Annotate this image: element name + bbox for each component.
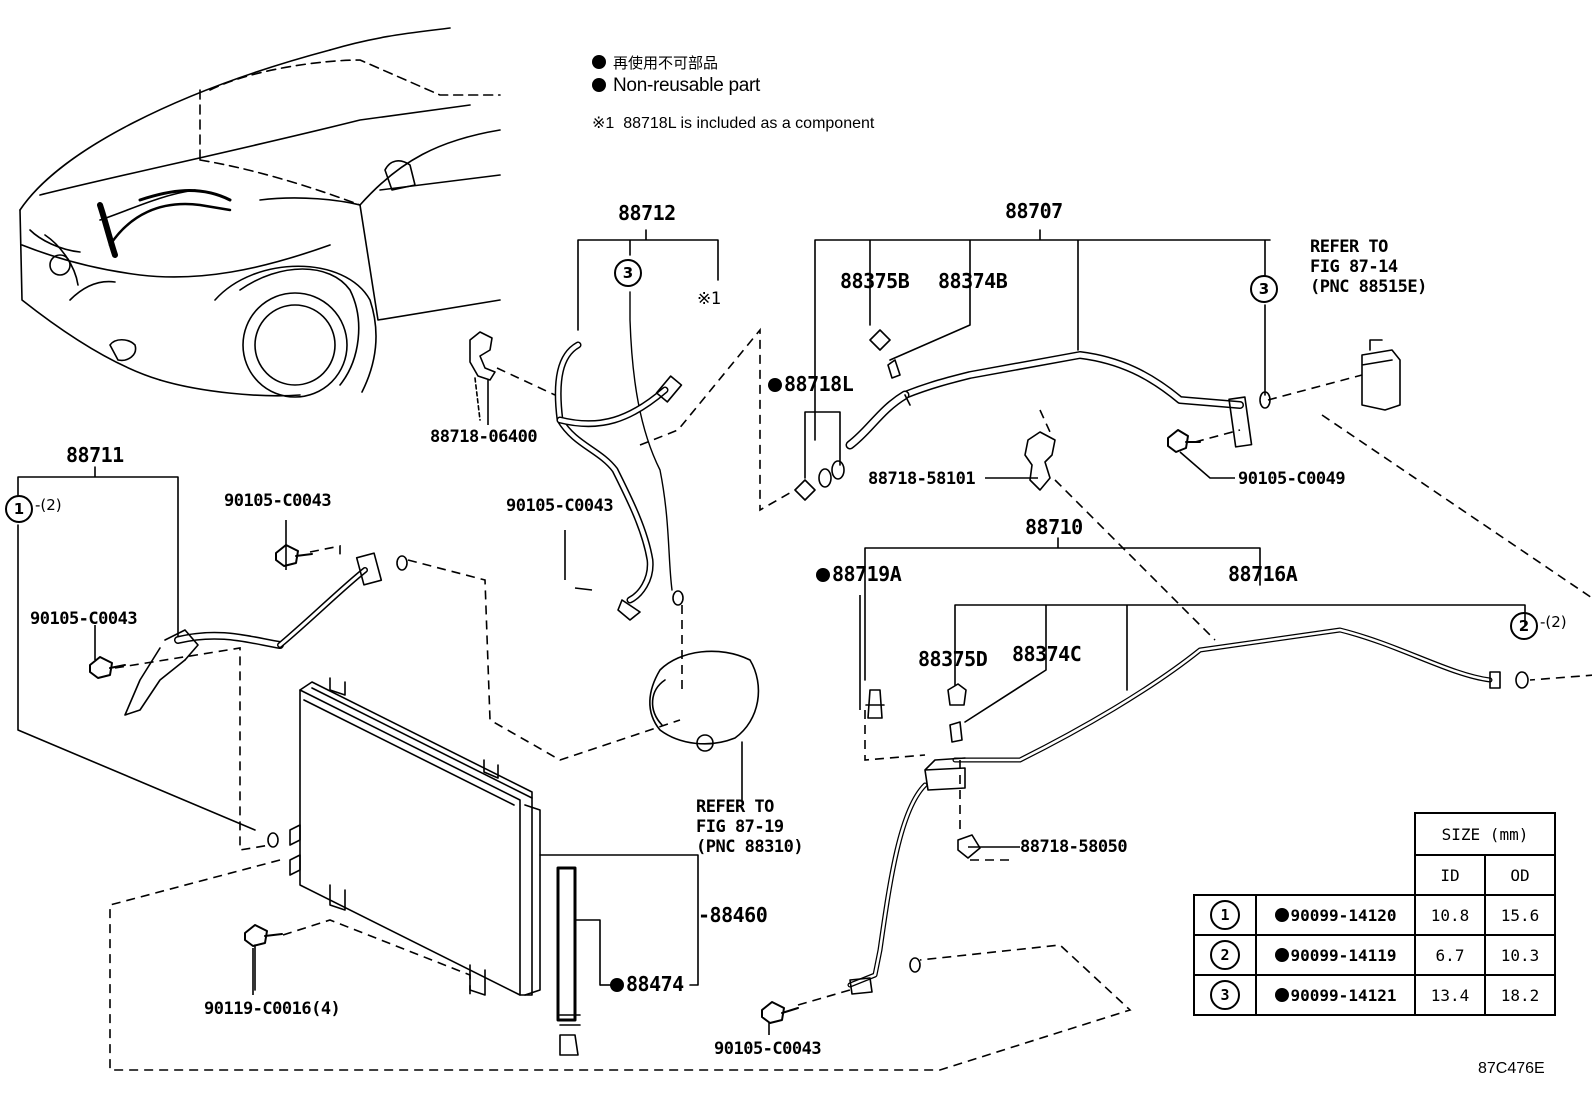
size-subheader-row: ID OD: [1194, 854, 1556, 896]
label-90105-C0043-left: 90105-C0043: [30, 609, 138, 629]
label-88718-58050: 88718-58050: [1020, 837, 1128, 857]
circle-key-3-right: 3: [1250, 275, 1278, 303]
size-row-id: 13.4: [1414, 974, 1486, 1016]
note-text: 88718L is included as a component: [623, 115, 875, 132]
label-88716A: 88716A: [1228, 562, 1298, 586]
note-mark: ※1: [592, 115, 615, 132]
label-88718-06400: 88718-06400: [430, 427, 538, 447]
refer-87-14-line2: FIG 87-14: [1310, 257, 1398, 277]
size-row-part: 90099-14119: [1255, 934, 1416, 976]
label-88374B: 88374B: [938, 269, 1008, 293]
label-90105-C0043-bottom: 90105-C0043: [714, 1039, 822, 1059]
label-90105-C0043-mid: 90105-C0043: [506, 496, 614, 516]
label-88718L: 88718L: [768, 374, 854, 394]
vehicle-outline: [19, 27, 501, 398]
label-88712: 88712: [618, 201, 676, 225]
label-88707: 88707: [1005, 199, 1063, 223]
label-88719A: 88719A: [816, 564, 902, 584]
filled-circle-icon: [592, 78, 606, 92]
label-90105-C0043-top: 90105-C0043: [224, 491, 332, 511]
header-od: OD: [1484, 854, 1556, 896]
size-table: SIZE (mm) ID OD 1 90099-14120 10.8 15.6 …: [1193, 812, 1556, 1016]
legend-en-text: Non-reusable part: [613, 75, 760, 96]
refer-87-14-line3: (PNC 88515E): [1310, 277, 1427, 297]
label-88375D: 88375D: [918, 647, 988, 671]
label-88375B: 88375B: [840, 269, 910, 293]
legend-line-jp: 再使用不可部品: [592, 52, 718, 73]
label-90119-C0016: 90119-C0016(4): [204, 999, 341, 1019]
size-row-part: 90099-14121: [1255, 974, 1416, 1016]
circle-key-3-left: 3: [614, 259, 642, 287]
refer-87-19-line3: (PNC 88310): [696, 837, 804, 857]
label-88374C: 88374C: [1012, 642, 1082, 666]
legend-note: ※1 88718L is included as a component: [592, 113, 874, 133]
label-88710: 88710: [1025, 515, 1083, 539]
label-88474: 88474: [610, 974, 684, 994]
size-row: 1 90099-14120 10.8 15.6: [1193, 894, 1556, 936]
filled-circle-icon: [592, 55, 606, 69]
label-88460: -88460: [698, 903, 768, 927]
refer-87-19-line2: FIG 87-19: [696, 817, 784, 837]
size-header-row: SIZE (mm): [1194, 812, 1556, 856]
vehicle-hidden-lines: [199, 59, 501, 206]
label-note1: ※1: [697, 289, 721, 309]
legend-line-en: Non-reusable part: [592, 75, 760, 97]
circle-key-1: 1-(2): [5, 495, 62, 523]
size-row-od: 15.6: [1484, 894, 1556, 936]
label-90105-C0049: 90105-C0049: [1238, 469, 1346, 489]
refer-87-14-line1: REFER TO: [1310, 237, 1388, 257]
size-row-od: 10.3: [1484, 934, 1556, 976]
legend-jp-text: 再使用不可部品: [613, 55, 719, 72]
circle-key-2: 2-(2): [1510, 612, 1567, 640]
label-88711: 88711: [66, 443, 124, 467]
size-row-od: 18.2: [1484, 974, 1556, 1016]
header-id: ID: [1414, 854, 1486, 896]
label-88718-58101: 88718-58101: [868, 469, 976, 489]
size-row-id: 6.7: [1414, 934, 1486, 976]
refer-87-19-line1: REFER TO: [696, 797, 774, 817]
size-row: 2 90099-14119 6.7 10.3: [1193, 934, 1556, 976]
size-row-part: 90099-14120: [1255, 894, 1416, 936]
figure-id: 87C476E: [1478, 1060, 1545, 1077]
size-row: 3 90099-14121 13.4 18.2: [1193, 974, 1556, 1016]
header-size: SIZE (mm): [1414, 812, 1556, 856]
size-row-id: 10.8: [1414, 894, 1486, 936]
